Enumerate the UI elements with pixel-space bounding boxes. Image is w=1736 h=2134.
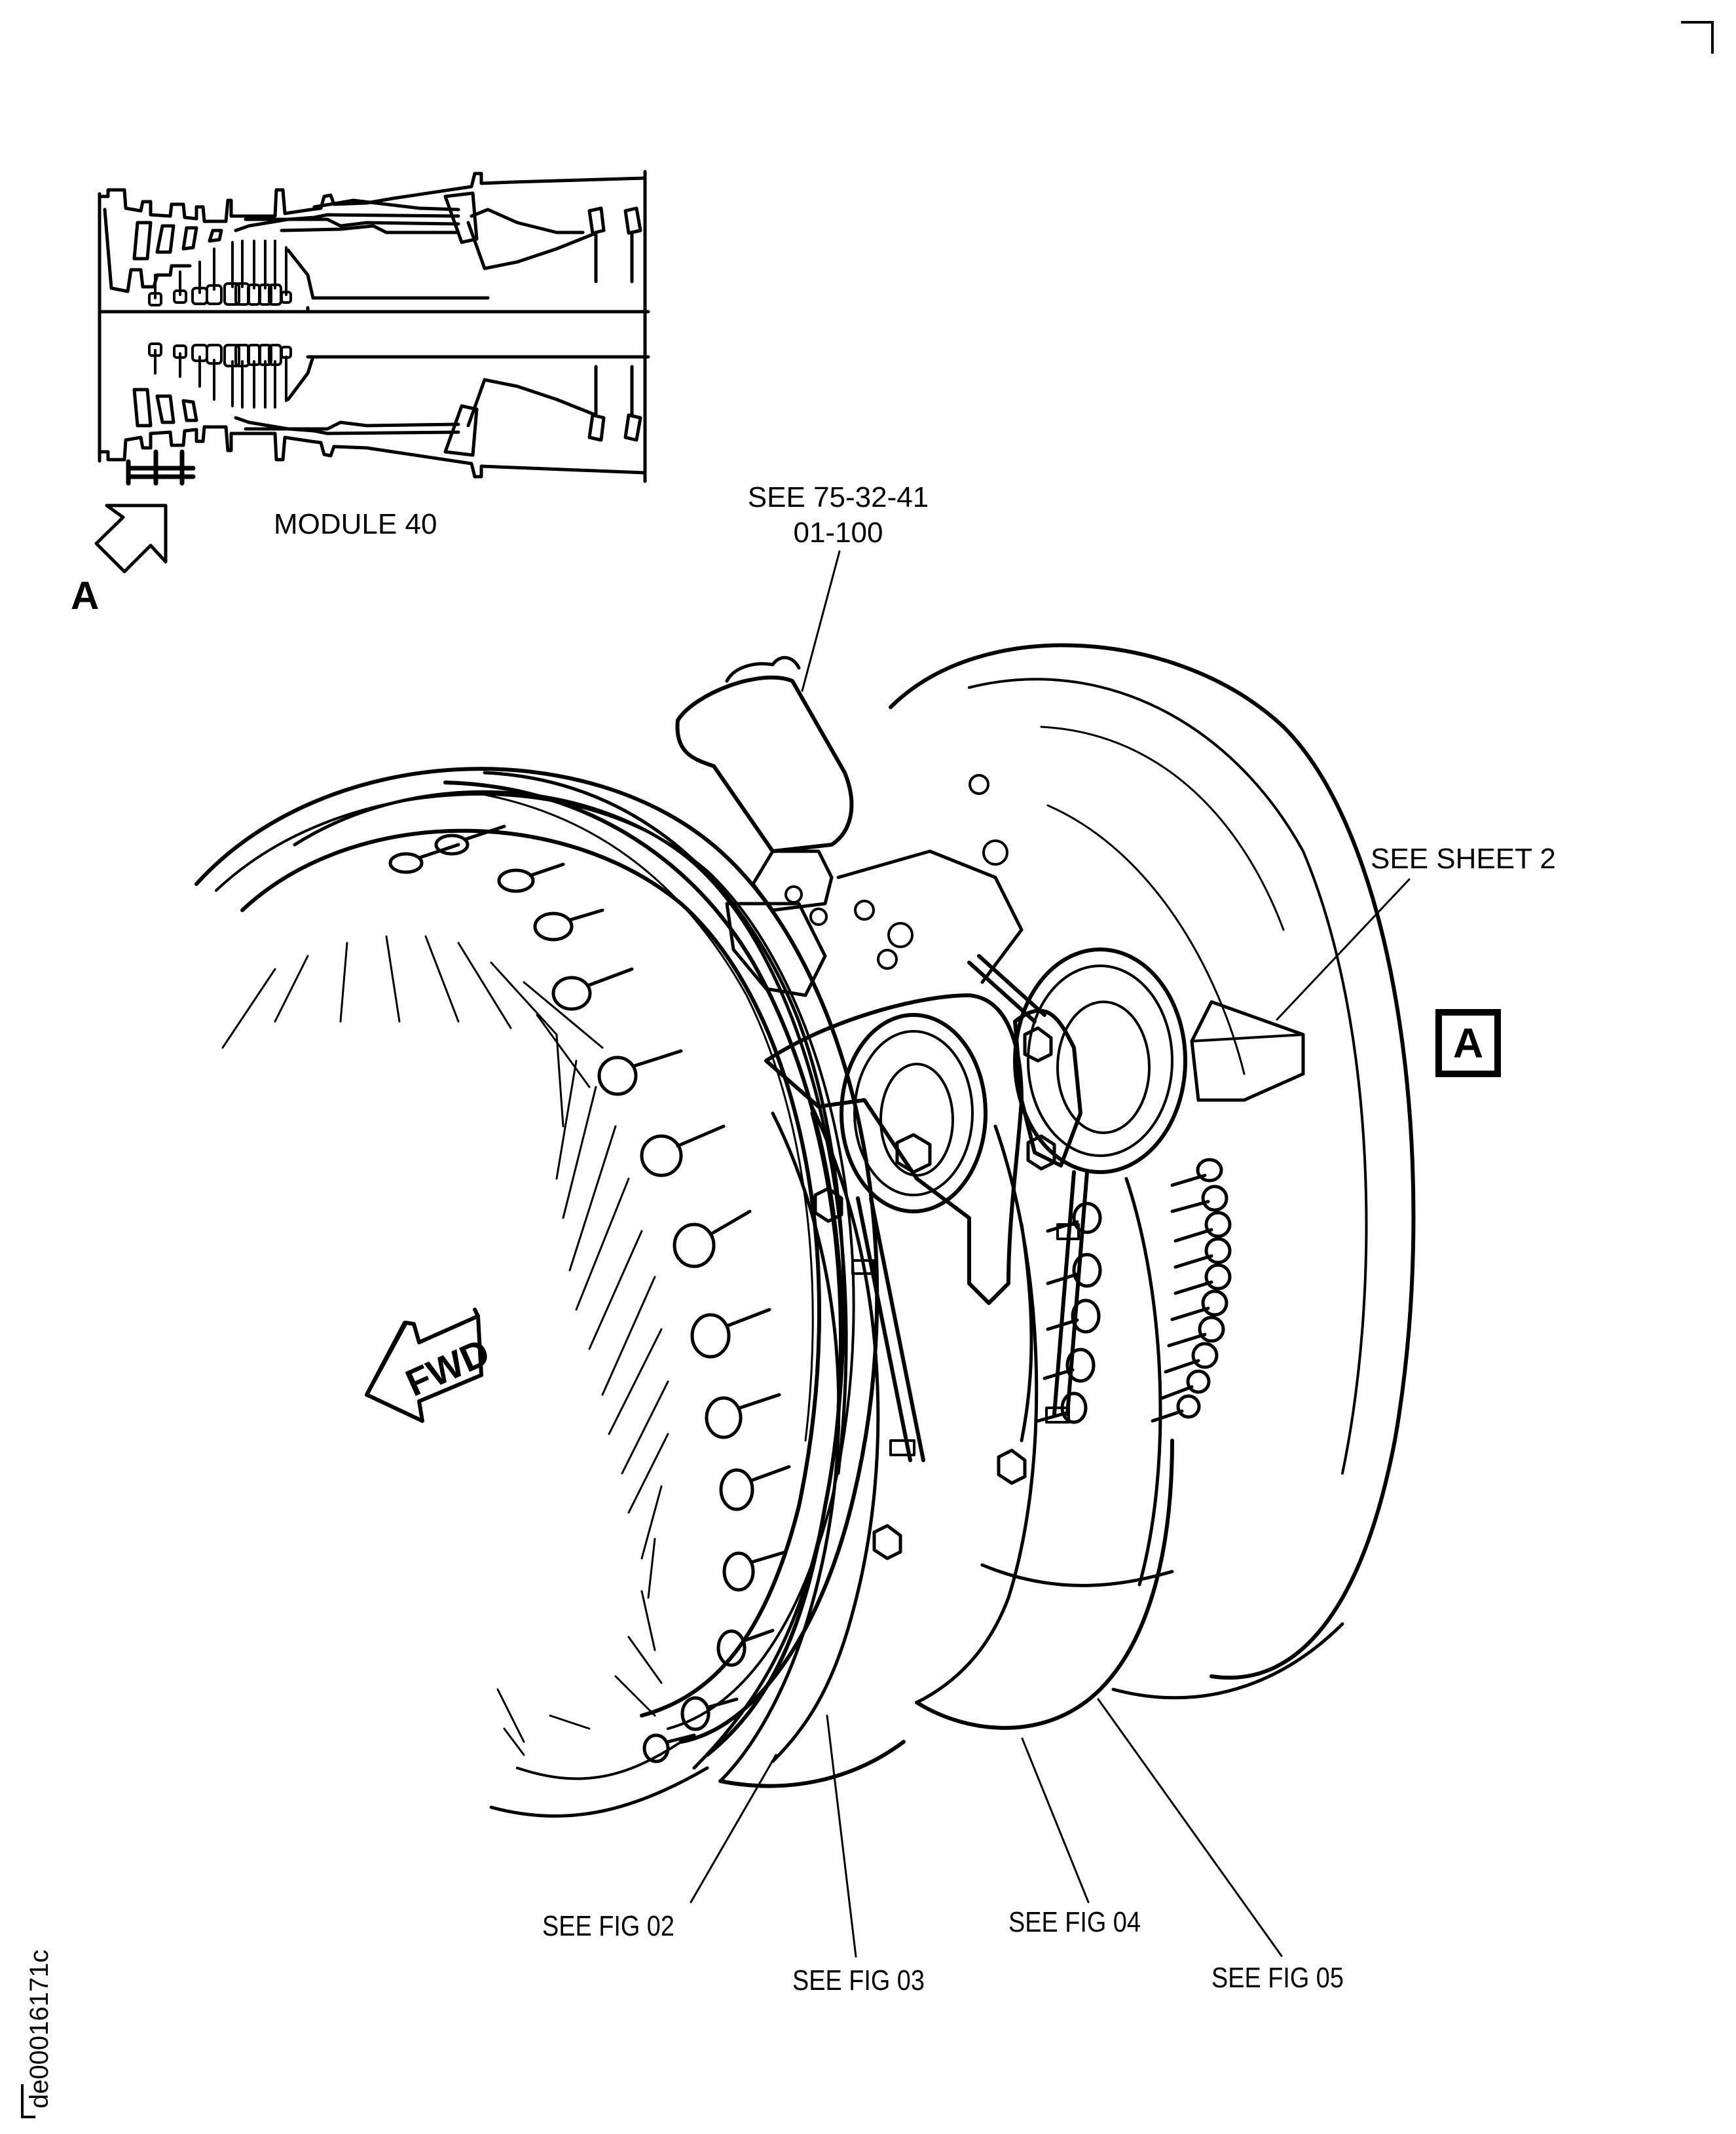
leader-fig-03: [826, 1714, 857, 1958]
view-a-box-label: A: [1435, 1009, 1501, 1077]
corner-registration-mark: [1681, 21, 1714, 54]
document-id: de00016171c: [25, 1949, 54, 2108]
view-a-arrow: [94, 504, 168, 574]
compressor-case-assembly: [194, 643, 1416, 1818]
callout-see-fig-05: SEE FIG 05: [1211, 1962, 1344, 1994]
callout-actuator-ref-line1: SEE 75-32-41: [747, 481, 929, 513]
callout-see-fig-04: SEE FIG 04: [1008, 1906, 1141, 1938]
vane-levers-ring-1: [388, 824, 791, 1763]
module-40-cross-section: [98, 170, 650, 486]
leader-fig-04: [1021, 1737, 1090, 1904]
callout-see-sheet-2: SEE SHEET 2: [1371, 843, 1556, 875]
leader-fig-02: [690, 1754, 777, 1904]
callout-see-fig-02: SEE FIG 02: [542, 1910, 674, 1942]
callout-see-fig-03: SEE FIG 03: [792, 1964, 925, 1996]
module-title: MODULE 40: [274, 508, 437, 540]
view-a-label: A: [71, 574, 100, 617]
callout-actuator-ref-line2: 01-100: [793, 517, 883, 549]
fwd-arrow: [365, 1308, 483, 1423]
leader-actuator: [801, 550, 841, 692]
fwd-label: FWD: [399, 1331, 496, 1405]
leader-fig-05: [1097, 1698, 1283, 1957]
vane-levers-ring-3: [1151, 1158, 1232, 1423]
document-id-bracket: [21, 2084, 35, 2118]
leader-lines: [690, 550, 1411, 1958]
leader-sheet-2: [1276, 878, 1411, 1021]
